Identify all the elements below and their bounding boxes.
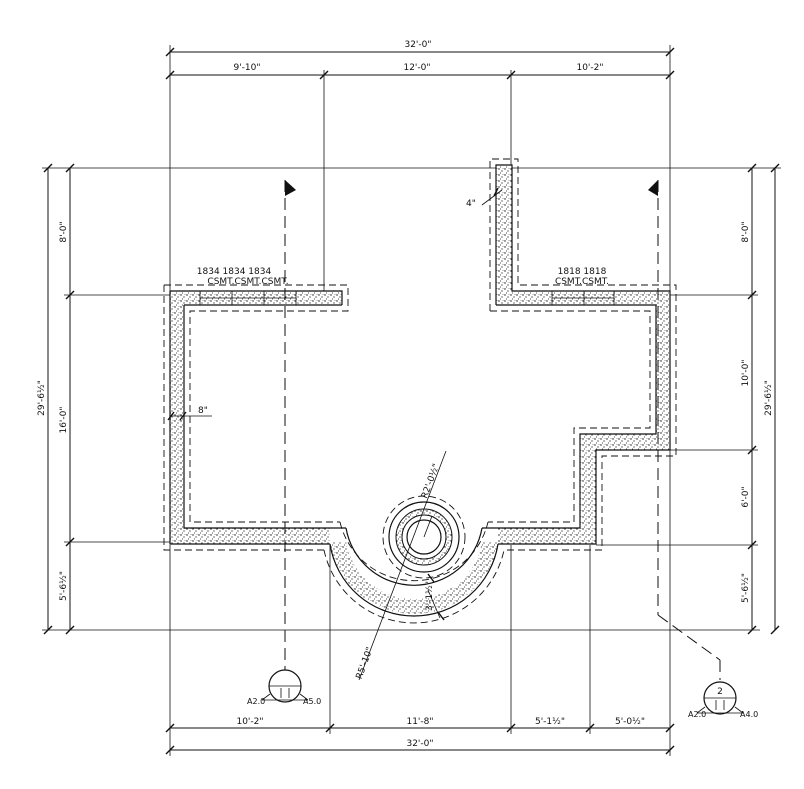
dim-bottom-middle: 11'-8" [406, 717, 433, 727]
bottom-dimension-lines [165, 450, 675, 756]
slot-width-leader [481, 187, 503, 206]
dim-right-middle: 10'-0" [741, 359, 751, 386]
dim-top-left: 9'-10" [233, 63, 260, 73]
dim-top-overall: 32'-0" [404, 40, 431, 50]
window-right-sizes: 1818 1818 [558, 267, 607, 277]
dim-bottom-right-1: 5'-1½" [535, 717, 565, 727]
dim-top-right: 10'-2" [576, 63, 603, 73]
wall-thickness-leader [167, 411, 212, 421]
dim-top-middle: 12'-0" [403, 63, 430, 73]
right-dimension-lines [510, 163, 781, 635]
section-marker-right-sheet-a: A2.0 [688, 710, 706, 719]
foundation-walls [163, 158, 677, 624]
dim-left-overall: 29'-6½" [37, 380, 47, 416]
dim-right-top: 8'-0" [741, 221, 751, 242]
window-left-types: CSMT.CSMT.CSMT. [207, 277, 288, 287]
dim-right-lower: 6'-0" [741, 486, 751, 507]
dim-left-bottom: 5'-6½" [59, 571, 69, 601]
dim-left-top: 8'-0" [59, 221, 69, 242]
section-marker-left-sheet-b: A5.0 [303, 697, 321, 706]
section-marker-right-sheet-b: A4.0 [740, 710, 758, 719]
annotation-slot-width: 4" [466, 199, 476, 209]
window-left-sizes: 1834 1834 1834 [197, 267, 272, 277]
window-right-types: CSMT.CSMT. [555, 277, 609, 287]
annotation-curve-radius: R5'-10" [355, 646, 376, 681]
section-flag-left-icon [285, 180, 296, 196]
annotation-wall-thickness: 8" [198, 406, 208, 416]
section-marker-left[interactable] [261, 669, 309, 703]
dim-right-bottom: 5'-6½" [741, 573, 751, 603]
left-dimension-lines [42, 163, 760, 635]
section-marker-right-number: 2 [717, 687, 723, 697]
annotation-column-offset: 3'-1½" [425, 581, 435, 611]
dim-bottom-overall: 32'-0" [406, 739, 433, 749]
section-cut-lines [284, 180, 721, 680]
radius-leaders [358, 450, 447, 681]
dim-right-overall: 29'-6½" [764, 380, 774, 416]
dim-bottom-right-2: 5'-0½" [615, 717, 645, 727]
section-marker-left-sheet-a: A2.0 [247, 697, 265, 706]
dim-bottom-left: 10'-2" [236, 717, 263, 727]
section-flag-right-icon [648, 180, 658, 196]
top-dimension-lines [165, 45, 675, 295]
dim-left-middle: 16'-0" [59, 406, 69, 433]
annotation-column-radius: R2'-0½" [420, 463, 442, 501]
section-marker-right[interactable] [696, 681, 744, 715]
